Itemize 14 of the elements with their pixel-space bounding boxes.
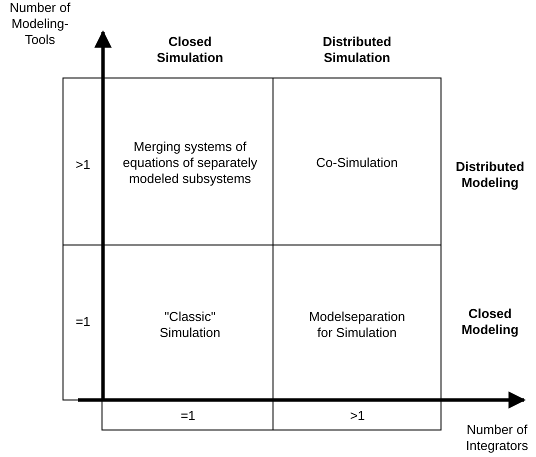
column-header: Closed Simulation [156, 34, 224, 66]
row-value: >1 [76, 157, 90, 173]
quadrant-text: Modelseparation for Simulation [308, 309, 406, 341]
row-header: Distributed Modeling [454, 159, 526, 191]
axis-title: Number of Integrators [464, 422, 530, 454]
axis-title: Number of Modeling-Tools [8, 0, 72, 48]
row-value: =1 [76, 314, 90, 330]
column-value: =1 [180, 408, 196, 424]
row-header: Closed Modeling [460, 306, 520, 338]
column-header: Distributed Simulation [322, 34, 392, 66]
quadrant-text: "Classic" Simulation [158, 309, 222, 341]
quadrant-text: Co-Simulation [316, 154, 398, 170]
quadrant-text: Merging systems of equations of separately modeled subsystems [122, 138, 258, 186]
column-value: >1 [350, 408, 365, 424]
